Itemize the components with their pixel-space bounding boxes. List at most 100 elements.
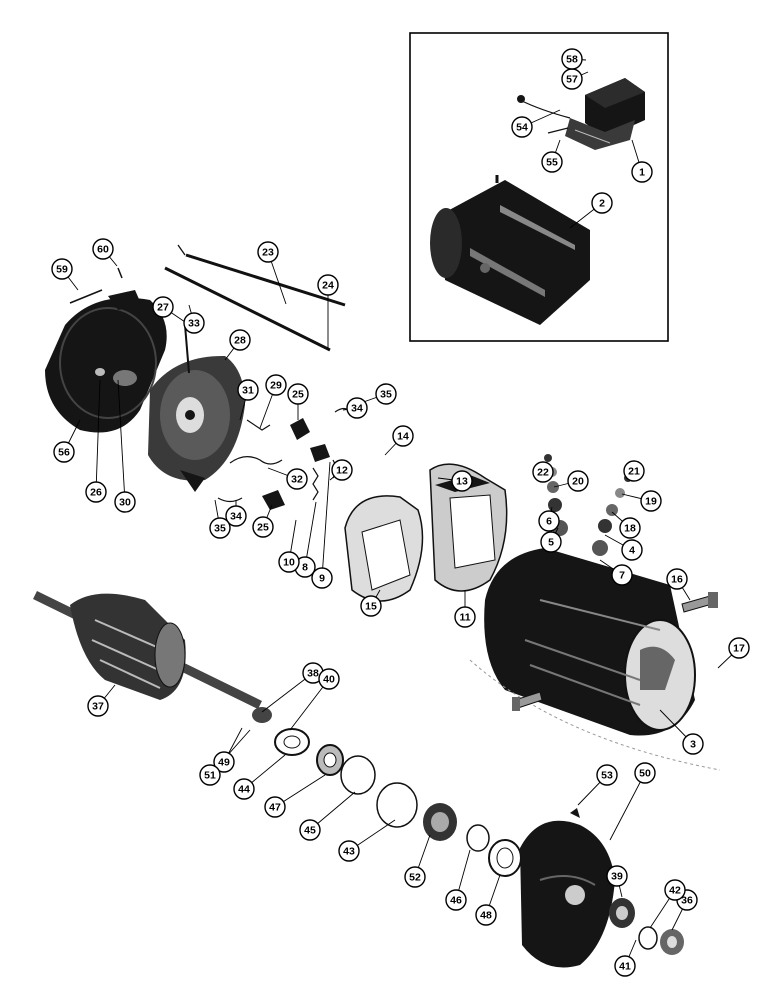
callout-circle: [634, 762, 656, 784]
callout-1: 1: [631, 161, 653, 183]
callout-number: 3: [690, 739, 696, 751]
callout-circle: [225, 505, 247, 527]
leader-line: [117, 379, 126, 503]
key-part: [570, 808, 580, 818]
leader-line: [261, 672, 314, 713]
callout-circle: [561, 48, 583, 70]
callout-circle: [317, 274, 339, 296]
callout-circle: [540, 531, 562, 553]
callout-circle: [299, 819, 321, 841]
callout-circle: [682, 733, 704, 755]
callout-number: 34: [230, 511, 242, 523]
callout-number: 53: [601, 770, 613, 782]
callout-circle: [591, 192, 613, 214]
callout-circle: [53, 441, 75, 463]
callout-circle: [183, 312, 205, 334]
callout-number: 45: [304, 825, 316, 837]
callout-59: 59: [51, 258, 73, 280]
callout-circle: [213, 751, 235, 773]
callout-number: 4: [629, 545, 635, 557]
callout-number: 22: [537, 467, 549, 479]
callout-number: 20: [572, 476, 584, 488]
brush-assembly: [217, 407, 351, 510]
leader-line: [609, 772, 646, 841]
callout-number: 41: [619, 961, 631, 973]
callout-12: 12: [331, 459, 353, 481]
callout-circle: [265, 374, 287, 396]
callout-14: 14: [392, 425, 414, 447]
callout-circle: [538, 510, 560, 532]
callout-number: 13: [456, 476, 468, 488]
leader-line: [304, 501, 317, 568]
callout-32: 32: [286, 468, 308, 490]
callout-number: 12: [336, 465, 348, 477]
callout-number: 56: [58, 447, 70, 459]
callout-circle: [338, 840, 360, 862]
leader-line: [321, 461, 331, 579]
callout-number: 24: [322, 280, 334, 292]
callout-21: 21: [623, 460, 645, 482]
callout-number: 47: [269, 802, 281, 814]
callout-number: 17: [733, 643, 745, 655]
callout-13: 13: [451, 470, 473, 492]
callout-46: 46: [445, 889, 467, 911]
callout-number: 30: [119, 497, 131, 509]
callout-circle: [87, 695, 109, 717]
callout-circle: [445, 889, 467, 911]
pulley-nut-parts: [609, 898, 684, 955]
callout-number: 31: [242, 385, 254, 397]
callout-number: 35: [214, 523, 226, 535]
callout-circle: [404, 866, 426, 888]
callout-number: 35: [380, 389, 392, 401]
callout-48: 48: [475, 904, 497, 926]
callout-number: 49: [218, 757, 230, 769]
callout-number: 32: [291, 474, 303, 486]
callout-circle: [152, 296, 174, 318]
callout-circle: [666, 568, 688, 590]
generator-frame-inset: [430, 175, 590, 325]
through-bolts: [164, 244, 346, 352]
callout-circle: [728, 637, 750, 659]
callout-number: 38: [307, 668, 319, 680]
callout-number: 8: [302, 562, 308, 574]
callout-circle: [331, 459, 353, 481]
drive-end-frame: [520, 820, 615, 968]
callout-57: 57: [561, 68, 583, 90]
callout-34: 34: [346, 397, 368, 419]
callout-27: 27: [152, 296, 174, 318]
callout-45: 45: [299, 819, 321, 841]
callout-35: 35: [375, 383, 397, 405]
callout-55: 55: [541, 151, 563, 173]
callout-51: 51: [199, 764, 221, 786]
callout-58: 58: [561, 48, 583, 70]
callout-circle: [631, 161, 653, 183]
callout-49: 49: [213, 751, 235, 773]
callout-7: 7: [611, 564, 633, 586]
callout-circle: [454, 606, 476, 628]
callout-circle: [257, 241, 279, 263]
callout-number: 25: [292, 389, 304, 401]
callout-number: 11: [459, 612, 470, 624]
callout-number: 6: [546, 516, 552, 528]
callout-number: 9: [319, 573, 325, 585]
callout-number: 55: [546, 157, 558, 169]
callout-circle: [611, 564, 633, 586]
callout-number: 27: [157, 302, 169, 314]
callout-number: 29: [270, 380, 282, 392]
small-part-59: [69, 289, 103, 304]
callout-5: 5: [540, 531, 562, 553]
regulator: [517, 78, 645, 150]
callout-circle: [475, 904, 497, 926]
callout-circle: [278, 551, 300, 573]
callout-circle: [623, 460, 645, 482]
callout-number: 50: [639, 768, 651, 780]
callout-number: 37: [92, 701, 104, 713]
callout-number: 39: [611, 871, 623, 883]
callout-54: 54: [511, 116, 533, 138]
callout-labels: 1234567891011121314151617181920212223242…: [51, 48, 750, 977]
bolt-16: [681, 592, 718, 613]
callout-number: 5: [548, 537, 554, 549]
callout-number: 15: [365, 601, 377, 613]
